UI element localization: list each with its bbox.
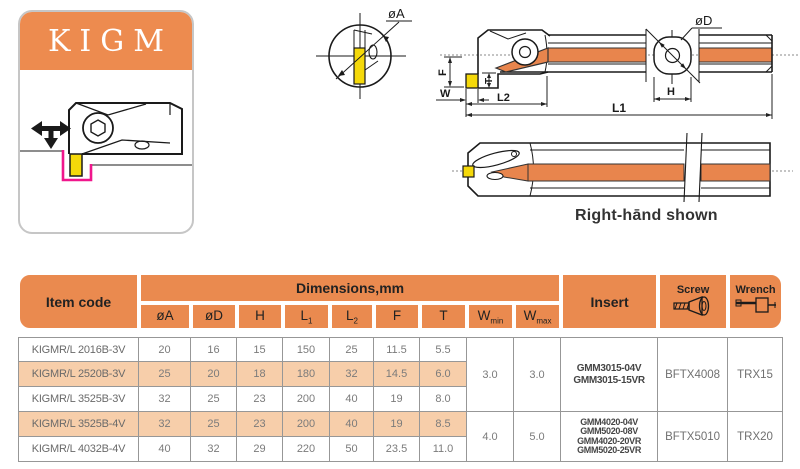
cell-oa: 20 <box>139 337 191 362</box>
dim-label-l2: L2 <box>497 92 510 104</box>
cell-od: 20 <box>191 362 237 387</box>
column-header-l1: L1 <box>283 303 330 330</box>
cell-item-code: KIGMR/L 3525B-4V <box>18 412 139 437</box>
cell-item-code: KIGMR/L 2520B-3V <box>18 362 139 387</box>
cell-h: 23 <box>237 387 283 412</box>
cell-oa: 32 <box>139 387 191 412</box>
cell-wmin: 4.0 <box>467 412 514 462</box>
dim-label-h: H <box>667 86 675 98</box>
cell-f: 14.5 <box>374 362 420 387</box>
cell-f: 19 <box>374 387 420 412</box>
cell-oa: 32 <box>139 412 191 437</box>
screw-icon <box>673 296 710 316</box>
product-family-card: KIGM <box>18 10 194 234</box>
cell-wrench: TRX15 <box>728 337 784 412</box>
dim-label-l1: L1 <box>612 101 626 115</box>
column-group-header-dimensions: Dimensions,mm <box>139 273 562 303</box>
grooving-application-diagram <box>20 102 192 182</box>
cell-insert: GMM4020-04V GMM5020-08V GMM4020-20VR GMM… <box>561 412 659 462</box>
wrench-label: Wrench <box>735 283 776 296</box>
table-row: KIGMR/L 2520B-3V 25 20 18 180 32 14.5 6.… <box>18 362 783 387</box>
insert-tip <box>462 165 475 178</box>
insert-tip <box>465 73 479 89</box>
cell-l2: 25 <box>330 337 374 362</box>
cell-oa: 40 <box>139 437 191 462</box>
cell-t: 5.5 <box>420 337 467 362</box>
top-view-diagram <box>452 132 793 203</box>
cell-t: 11.0 <box>420 437 467 462</box>
cell-l2: 40 <box>330 412 374 437</box>
dim-label-t: T <box>484 78 495 84</box>
column-header-l2: L2 <box>330 303 374 330</box>
cell-od: 25 <box>191 387 237 412</box>
cell-wmax: 5.0 <box>514 412 562 462</box>
cell-item-code: KIGMR/L 2016B-3V <box>18 337 139 362</box>
product-family-title: KIGM <box>48 23 173 59</box>
cell-l1: 180 <box>283 362 330 387</box>
cell-wmin: 3.0 <box>467 337 514 412</box>
cell-l1: 150 <box>283 337 330 362</box>
cell-f: 19 <box>374 412 420 437</box>
column-header-item-code: Item code <box>18 273 139 330</box>
cell-wrench: TRX20 <box>728 412 784 462</box>
column-header-wrench: Wrench <box>728 273 784 330</box>
table-spacer <box>18 330 784 337</box>
cell-item-code: KIGMR/L 3525B-3V <box>18 387 139 412</box>
screw-label: Screw <box>676 283 710 296</box>
cell-item-code: KIGMR/L 4032B-4V <box>18 437 139 462</box>
cell-od: 32 <box>191 437 237 462</box>
cell-l1: 220 <box>283 437 330 462</box>
specification-table: Item code Dimensions,mm Insert Screw Wre… <box>18 273 784 462</box>
column-header-wmax: Wmax <box>514 303 562 330</box>
side-view-diagram: F T W L2 L1 øD <box>436 14 798 119</box>
cell-oa: 25 <box>139 362 191 387</box>
cell-l2: 50 <box>330 437 374 462</box>
hand-orientation-caption: Right-hānd shown <box>575 207 718 224</box>
cell-screw: BFTX5010 <box>658 412 729 462</box>
column-header-t: T <box>420 303 467 330</box>
cell-t: 8.5 <box>420 412 467 437</box>
cell-h: 29 <box>237 437 283 462</box>
column-header-oa: øA <box>139 303 191 330</box>
table-row: KIGMR/L 3525B-4V 32 25 23 200 40 19 8.5 … <box>18 412 784 462</box>
cell-f: 11.5 <box>374 337 420 362</box>
cell-h: 18 <box>237 362 283 387</box>
column-header-od: øD <box>191 303 237 330</box>
insert-tip <box>353 47 366 85</box>
feed-direction-arrows-icon <box>31 121 71 149</box>
cell-h: 15 <box>237 337 283 362</box>
cell-screw: BFTX4008 <box>658 337 729 412</box>
dim-label-oa: øA <box>388 6 405 21</box>
table-row: KIGMR/L 2016B-3V 20 16 15 150 25 11.5 5.… <box>18 337 784 412</box>
column-header-h: H <box>237 303 283 330</box>
cell-t: 6.0 <box>420 362 467 387</box>
cell-t: 8.0 <box>420 387 467 412</box>
cell-od: 25 <box>191 412 237 437</box>
card-drawing-area <box>20 70 192 230</box>
column-header-wmin: Wmin <box>467 303 514 330</box>
dim-label-w: W <box>440 88 451 100</box>
column-header-insert: Insert <box>561 273 659 330</box>
cell-l1: 200 <box>283 387 330 412</box>
cell-insert: GMM3015-04V GMM3015-15VR <box>561 337 659 412</box>
cell-wmax: 3.0 <box>514 337 562 412</box>
cell-l2: 40 <box>330 387 374 412</box>
table-row: KIGMR/L 3525B-3V 32 25 23 200 40 19 8.0 <box>18 387 783 412</box>
cell-l1: 200 <box>283 412 330 437</box>
cell-f: 23.5 <box>374 437 420 462</box>
wrench-icon <box>735 297 776 313</box>
insert-tip <box>69 153 83 177</box>
dim-label-f: F <box>437 69 449 76</box>
dim-label-od: øD <box>695 14 712 28</box>
column-header-f: F <box>374 303 420 330</box>
table-row: KIGMR/L 4032B-4V 40 32 29 220 50 23.5 11… <box>18 437 783 462</box>
cell-l2: 32 <box>330 362 374 387</box>
front-view-diagram: øA <box>316 6 412 99</box>
column-header-screw: Screw <box>658 273 729 330</box>
card-header: KIGM <box>20 12 192 70</box>
cell-h: 23 <box>237 412 283 437</box>
cell-od: 16 <box>191 337 237 362</box>
